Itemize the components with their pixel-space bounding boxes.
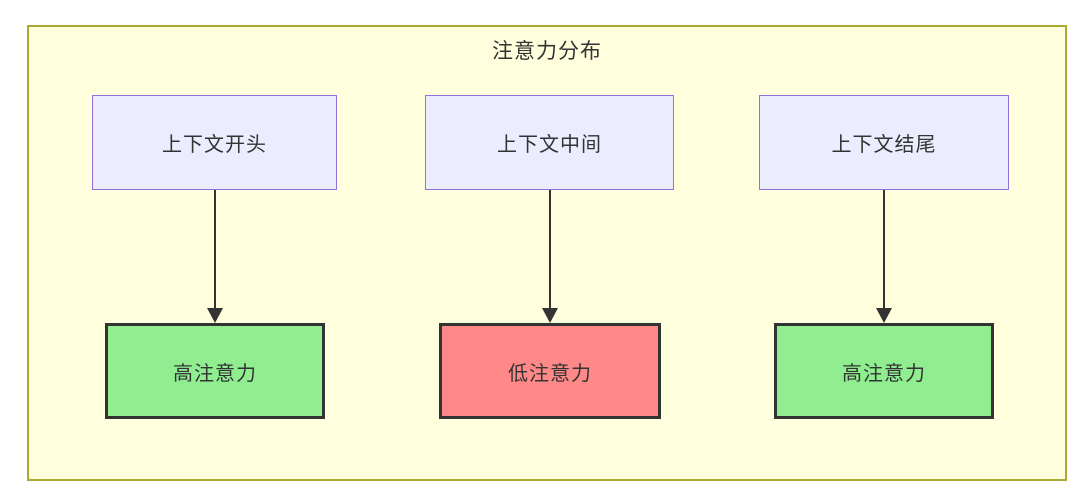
arrowhead-down-icon bbox=[207, 308, 223, 323]
arrow-line bbox=[549, 190, 551, 309]
node-context-middle-label: 上下文中间 bbox=[497, 134, 602, 156]
node-high-attention-2: 高注意力 bbox=[774, 323, 994, 419]
node-high-attention-1-label: 高注意力 bbox=[173, 362, 257, 385]
node-low-attention: 低注意力 bbox=[439, 323, 661, 419]
arrowhead-down-icon bbox=[876, 308, 892, 323]
node-context-start: 上下文开头 bbox=[92, 95, 337, 190]
diagram-title: 注意力分布 bbox=[492, 40, 602, 63]
arrow-line bbox=[883, 190, 885, 309]
node-high-attention-2-label: 高注意力 bbox=[842, 362, 926, 385]
attention-distribution-container: 注意力分布 上下文开头 上下文中间 上下文结尾 高注意力 低注意力 bbox=[27, 25, 1067, 481]
node-low-attention-label: 低注意力 bbox=[508, 362, 592, 385]
arrow-context-start-to-high-attention bbox=[207, 190, 223, 323]
arrow-context-end-to-high-attention bbox=[876, 190, 892, 323]
arrowhead-down-icon bbox=[542, 308, 558, 323]
node-context-end: 上下文结尾 bbox=[759, 95, 1009, 190]
node-context-middle: 上下文中间 bbox=[425, 95, 674, 190]
arrow-line bbox=[214, 190, 216, 309]
node-context-end-label: 上下文结尾 bbox=[831, 134, 937, 156]
node-context-start-label: 上下文开头 bbox=[162, 134, 267, 156]
arrow-context-middle-to-low-attention bbox=[542, 190, 558, 323]
node-high-attention-1: 高注意力 bbox=[105, 323, 325, 419]
